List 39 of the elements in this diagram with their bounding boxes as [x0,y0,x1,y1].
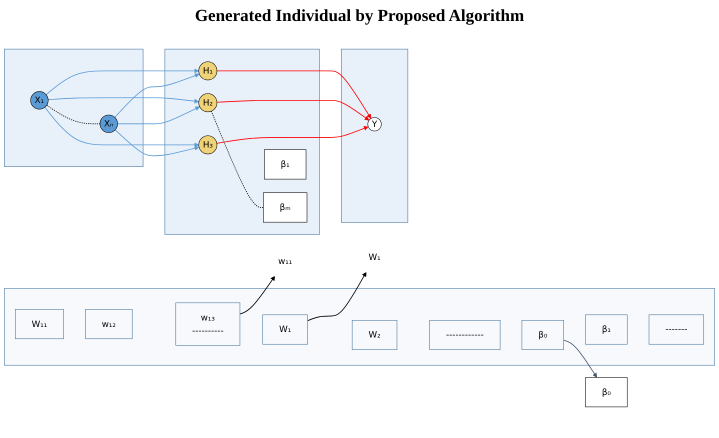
arrow [307,272,366,322]
arrow [48,97,200,104]
arrow [216,126,368,144]
node-circle: Xₙ [100,114,118,133]
arrow [117,106,200,124]
node-box: ------- [648,314,704,344]
node-circle: H₁ [198,62,218,80]
arrow [216,70,372,119]
node-box: β₁ [585,314,628,344]
connector [210,110,264,208]
arrow [240,276,276,314]
node-box: β₁ [264,149,306,180]
arrow [216,100,370,121]
node-text: w₁₁ [278,256,292,266]
connector [46,104,100,124]
node-box: ------------ [429,320,500,350]
arrow [563,340,598,378]
cluster [4,288,715,366]
node-box: w₁₂ [85,309,132,340]
node-circle: H₂ [198,93,218,112]
node-circle: X₁ [30,91,48,110]
arrow [114,73,200,118]
cluster [340,48,408,223]
node-text: W₁ [368,252,381,262]
node-circle: Y [368,117,382,132]
cluster [4,48,144,167]
node-circle: H₃ [198,136,218,154]
node-box: βₘ [263,192,308,222]
node-box: β₀ [522,320,564,350]
node-box: β₀ [585,377,628,408]
node-box: W₁ [262,314,308,344]
node-box: w₁₃ ---------- [176,302,240,346]
arrow [114,129,200,156]
diagram-title: Generated Individual by Proposed Algorithm [194,6,526,26]
arrow [46,68,199,96]
arrow [44,106,199,148]
node-box: W₁₁ [14,309,64,340]
cluster [164,48,320,235]
node-box: W₂ [352,320,398,350]
